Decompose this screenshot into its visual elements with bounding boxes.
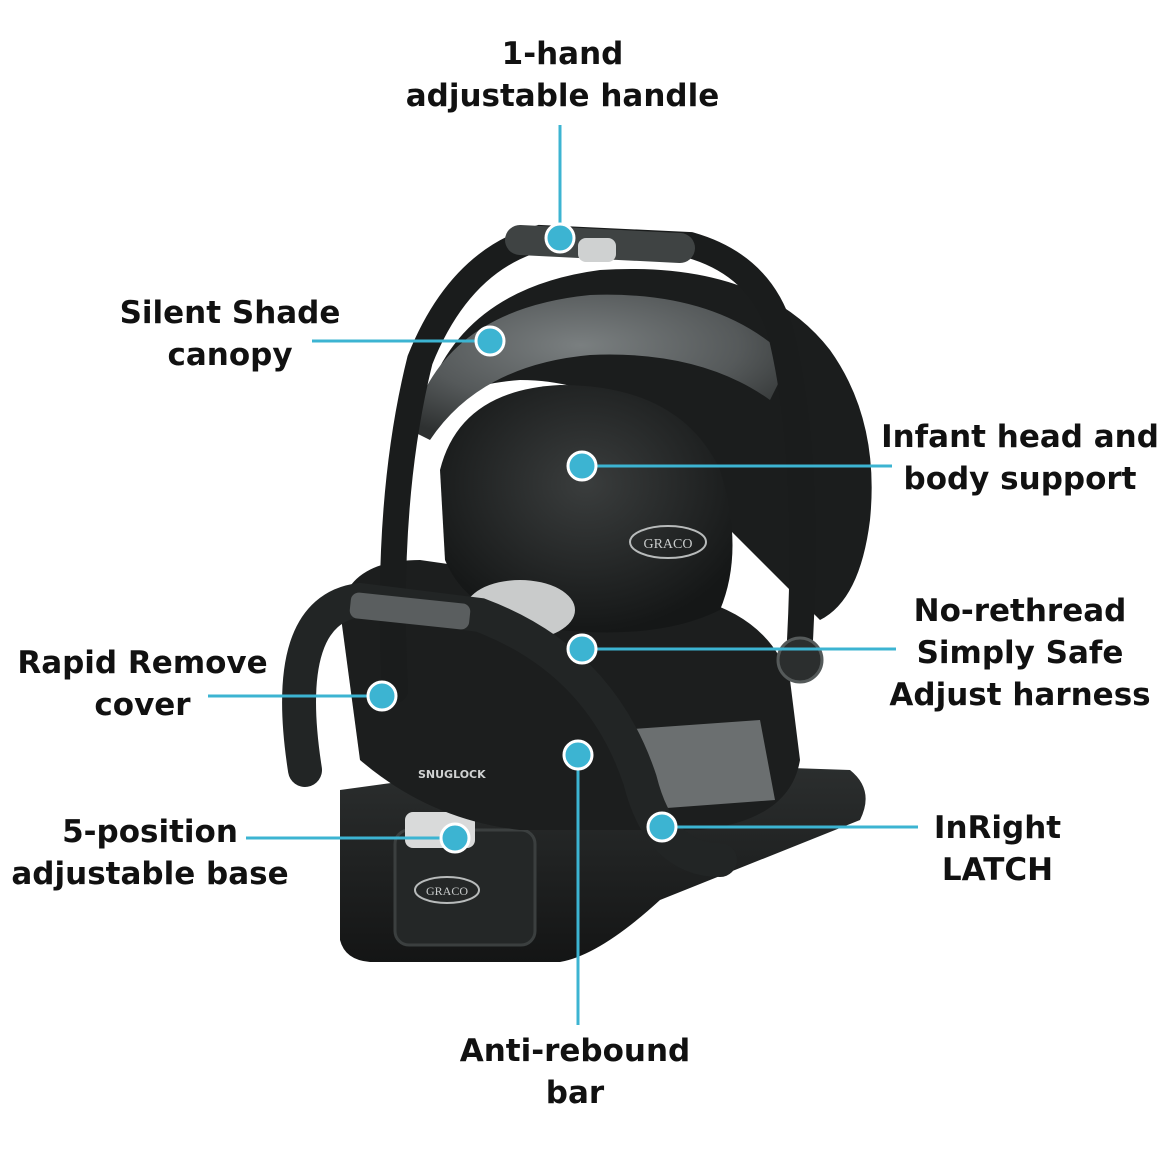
callout-dots [366, 222, 678, 854]
callout-label-latch: InRight LATCH [920, 807, 1075, 891]
callout-dot-latch [646, 811, 678, 843]
callout-line: LATCH [941, 852, 1054, 888]
callout-line: Simply Safe [916, 635, 1124, 671]
callout-label-canopy: Silent Shade canopy [95, 292, 365, 376]
callout-line: Silent Shade [119, 295, 341, 331]
callout-dot-cover [366, 680, 398, 712]
callout-line: adjustable handle [405, 78, 720, 114]
callout-label-bar: Anti-rebound bar [430, 1030, 720, 1114]
handle-release-button [578, 238, 616, 262]
callout-dot-canopy [474, 325, 506, 357]
callout-line: Adjust harness [889, 677, 1151, 713]
callout-dot-handle [544, 222, 576, 254]
callout-label-base: 5-position adjustable base [5, 811, 295, 895]
callout-line: 1-hand [501, 36, 624, 72]
canopy-visor [410, 294, 790, 440]
snuglock-text: SNUGLOCK [418, 768, 486, 781]
callout-line: canopy [167, 337, 293, 373]
callout-label-cover: Rapid Remove cover [10, 642, 275, 726]
callout-lines [208, 125, 918, 1025]
graco-logo-seat [629, 525, 707, 559]
callout-line: body support [903, 461, 1137, 497]
callout-line: cover [94, 687, 191, 723]
callout-dot-bar [562, 739, 594, 771]
graco-logo-base-text: GRACO [426, 884, 468, 898]
callout-dot-harness [566, 633, 598, 665]
callout-label-handle: 1-hand adjustable handle [380, 33, 745, 117]
callout-dot-support [566, 450, 598, 482]
handle-pivot [776, 636, 824, 684]
callout-line: adjustable base [11, 856, 289, 892]
callout-label-support: Infant head and body support [880, 416, 1160, 500]
bar-grip [349, 592, 471, 630]
callout-line: Rapid Remove [17, 645, 268, 681]
callout-line: Infant head and [881, 419, 1159, 455]
head-support-pad [440, 385, 733, 633]
callout-line: bar [545, 1075, 605, 1111]
callout-line: InRight [933, 810, 1062, 846]
callout-line: No-rethread [913, 593, 1127, 629]
callout-line: Anti-rebound [459, 1033, 691, 1069]
graco-logo-seat-text: GRACO [643, 537, 692, 552]
graco-logo-base [414, 876, 480, 904]
callout-line: 5-position [62, 814, 238, 850]
callout-dot-base [439, 822, 471, 854]
callout-label-harness: No-rethread Simply Safe Adjust harness [880, 590, 1160, 716]
